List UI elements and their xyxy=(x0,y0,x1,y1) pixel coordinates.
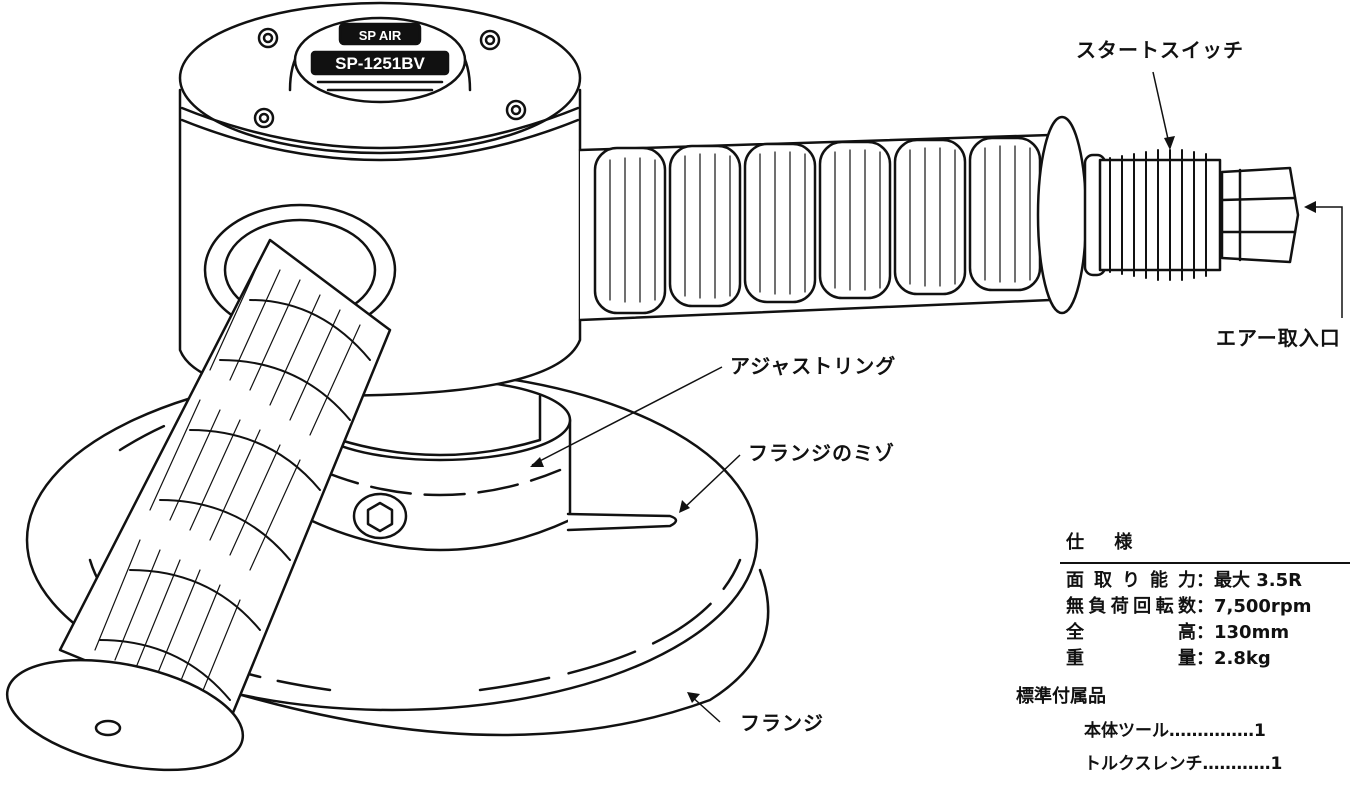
rear-handle xyxy=(578,115,1088,322)
flange-groove-arrowhead xyxy=(679,500,690,513)
spec-label: 全高 xyxy=(1066,622,1196,643)
spec-value: 7,500rpm xyxy=(1214,596,1312,617)
front-grip-endcap xyxy=(5,658,245,772)
spec-label: 無負荷回転数 xyxy=(1066,596,1196,617)
air-inlet-leader xyxy=(1308,206,1343,318)
spec-value: 130mm xyxy=(1214,622,1290,643)
spec-title: 仕 様 xyxy=(1066,532,1145,553)
spec-row: 面取り能力 ： 最大 3.5R xyxy=(1060,568,1350,594)
flange-groove-leader xyxy=(681,454,741,511)
accessory-item: トルクスレンチ…………1 xyxy=(1084,754,1283,774)
label-start-switch: スタートスイッチ xyxy=(1076,38,1244,62)
spec-colon: ： xyxy=(1196,648,1214,669)
start-switch xyxy=(1083,149,1222,281)
nameplate xyxy=(293,16,467,104)
spec-value: 2.8kg xyxy=(1214,648,1271,669)
nameplate-brand: SP AIR xyxy=(359,28,402,43)
spec-label: 重量 xyxy=(1066,648,1196,669)
spec-colon: ： xyxy=(1196,596,1214,617)
label-flange: フランジ xyxy=(740,711,824,735)
flange-groove xyxy=(566,512,678,532)
spec-label: 面取り能力 xyxy=(1066,570,1196,591)
hex-bolt xyxy=(352,492,408,540)
adjust-ring xyxy=(308,378,572,552)
air-inlet-arrowhead xyxy=(1304,201,1316,213)
label-air-inlet: エアー取入口 xyxy=(1216,326,1341,350)
label-flange-groove: フランジのミゾ xyxy=(748,441,895,465)
accessories-title: 標準付属品 xyxy=(1016,686,1106,707)
nameplate-model: SP-1251BV xyxy=(335,54,425,73)
spec-value: 最大 3.5R xyxy=(1214,570,1303,591)
spec-table: 仕 様 面取り能力 ： 最大 3.5R 無負荷回転数 ： 7,500rpm 全高… xyxy=(1060,528,1350,672)
flange-arrowhead xyxy=(687,692,700,703)
spec-row: 全高 ： 130mm xyxy=(1060,620,1350,646)
spec-row: 重量 ： 2.8kg xyxy=(1060,646,1350,672)
spec-colon: ： xyxy=(1196,622,1214,643)
start-switch-leader xyxy=(1152,71,1171,149)
adjust-ring-leader xyxy=(531,366,723,466)
label-adjust-ring: アジャストリング xyxy=(730,354,897,378)
air-inlet xyxy=(1220,166,1300,264)
accessory-item: 本体ツール……………1 xyxy=(1084,721,1266,741)
spec-row: 無負荷回転数 ： 7,500rpm xyxy=(1060,594,1350,620)
adjust-ring-arrowhead xyxy=(530,457,544,467)
accessories-list: 標準付属品 本体ツール……………1 トルクスレンチ…………1 xyxy=(1016,682,1346,774)
spec-divider xyxy=(1060,562,1350,564)
start-switch-arrowhead xyxy=(1164,136,1175,150)
spec-colon: ： xyxy=(1196,570,1214,591)
